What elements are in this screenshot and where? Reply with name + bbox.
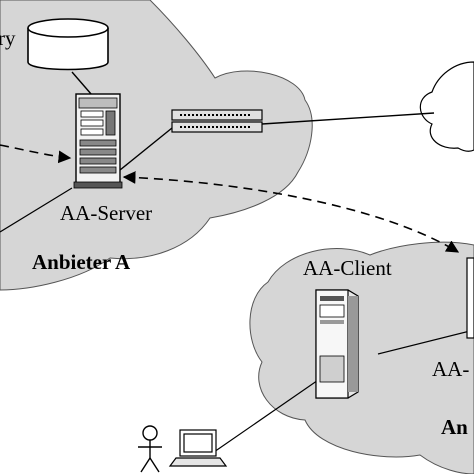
client-label: AA-Client bbox=[303, 256, 392, 280]
server-icon bbox=[73, 93, 123, 189]
client-server-icon bbox=[315, 289, 359, 399]
provider-b-label-fragment: An bbox=[441, 415, 468, 439]
provider-a-label: Anbieter A bbox=[32, 250, 131, 274]
server-label: AA-Server bbox=[60, 201, 152, 225]
dashed-arrow-server-to-b bbox=[122, 171, 460, 253]
link-client-right bbox=[377, 329, 474, 355]
link-left-server bbox=[0, 187, 73, 233]
link-switch-cloud bbox=[261, 112, 435, 125]
dashed-arrow-left-to-server bbox=[0, 144, 72, 164]
right-device-label-fragment: AA- bbox=[432, 357, 469, 381]
user-icon bbox=[138, 425, 162, 473]
right-device-icon bbox=[466, 257, 474, 339]
database-icon bbox=[27, 18, 109, 71]
repository-label-fragment: ry bbox=[0, 26, 16, 50]
switch-icon bbox=[171, 109, 263, 133]
cloud-external bbox=[419, 61, 474, 152]
cloud-provider-b bbox=[249, 241, 474, 474]
laptop-icon bbox=[168, 429, 228, 467]
link-server-switch bbox=[119, 127, 173, 171]
link-client-laptop bbox=[213, 375, 325, 453]
